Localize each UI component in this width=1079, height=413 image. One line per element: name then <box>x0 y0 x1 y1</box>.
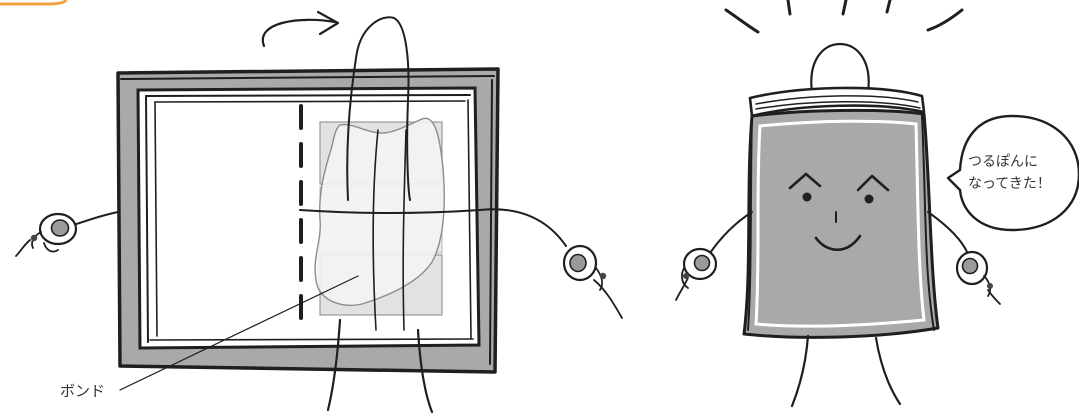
book-right-hand-icon <box>957 252 1000 304</box>
left-figure: ボンド <box>16 12 622 412</box>
right-hand-icon <box>564 246 622 318</box>
rotate-arrow-icon <box>263 12 338 46</box>
left-hand-icon <box>16 214 76 256</box>
speech-line-1: つるぽんに <box>968 154 1038 170</box>
book-left-hand-icon <box>676 249 716 300</box>
right-figure: つるぽんに なってきた！ <box>676 0 1079 406</box>
speech-line-2: なってきた！ <box>968 176 1051 192</box>
bond-label: ボンド <box>60 382 105 400</box>
speech-bubble: つるぽんに なってきた！ <box>948 116 1079 230</box>
excitement-lines <box>726 0 962 32</box>
step-tab-corner <box>0 0 66 4</box>
